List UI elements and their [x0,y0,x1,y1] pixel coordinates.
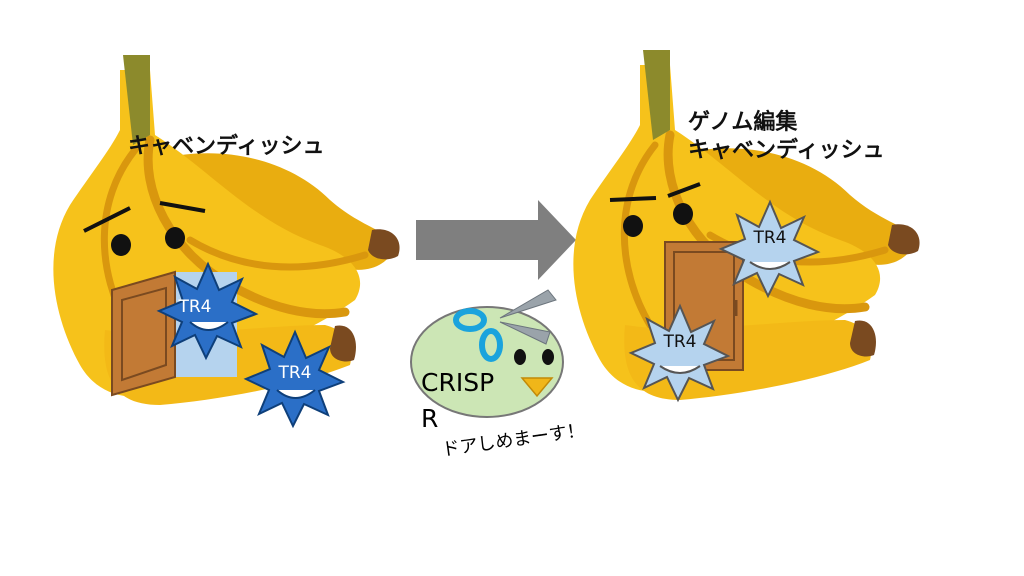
crispr-name-line2: R [421,404,439,433]
crispr-body [410,306,564,418]
virus-label: TR4 [177,297,211,317]
virus-label: TR4 [662,332,696,352]
left-banana-group: TR4 TR4 [53,55,399,427]
left-banana-label: キャベンディッシュ [128,134,325,159]
scissors-icon [453,289,557,362]
left-eyebrow [159,201,206,213]
right-banana-group: TR4 TR4 [573,50,919,400]
left-eye [111,234,131,256]
crispr-character [410,289,564,418]
crispr-name-line1: CRISP [421,368,495,397]
crispr-beak [520,377,554,398]
right-eye [623,215,643,237]
left-eye [165,227,185,249]
open-door [111,270,176,397]
transform-arrow [416,200,576,280]
right-eyebrow [609,196,657,202]
virus-label: TR4 [277,363,311,383]
right-eye [673,203,693,225]
left-eyebrow [83,206,131,233]
virus-label: TR4 [752,228,786,248]
right-banana-label-line2: キャベンディッシュ [688,138,885,163]
right-eyebrow [667,182,701,198]
crispr-eye [514,349,526,365]
crispr-eye [542,349,554,365]
right-banana-label-line1: ゲノム編集 [688,110,798,135]
